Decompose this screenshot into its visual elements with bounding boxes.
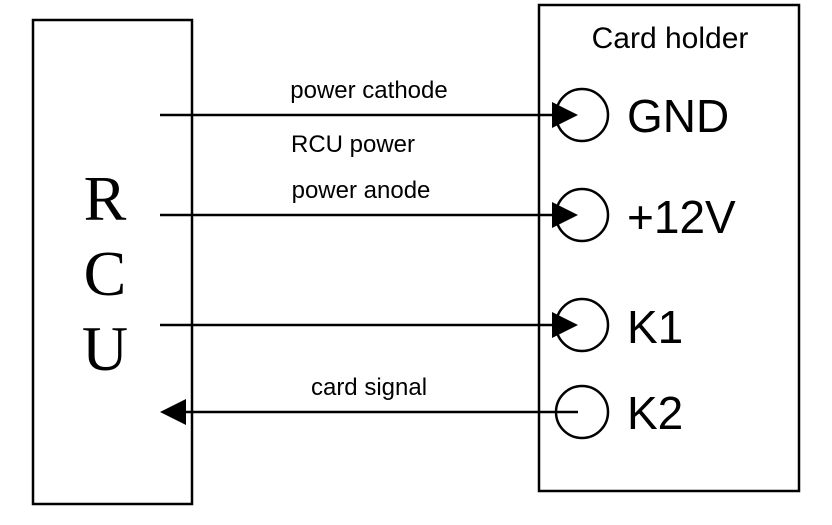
group-label-rcu-power: RCU power (291, 131, 415, 158)
terminal-12v-label: +12V (627, 191, 736, 243)
arrow-card-signal (160, 399, 186, 425)
card-holder-box (537, 3, 801, 493)
arrow-power-cathode (552, 102, 578, 128)
terminal-k2-label: K2 (627, 387, 683, 439)
wire-label-card-signal: card signal (311, 374, 427, 401)
rcu-letter-c: C (84, 238, 127, 309)
rcu-letter-u: U (82, 313, 128, 384)
rcu-box (31, 18, 194, 506)
rcu-letter-r: R (84, 163, 127, 234)
wire-label-power-anode: power anode (292, 177, 431, 204)
terminal-k1-label: K1 (627, 301, 683, 353)
wire-label-power-cathode: power cathode (290, 77, 447, 104)
arrow-power-anode (552, 202, 578, 228)
card-holder-title: Card holder (592, 22, 749, 55)
arrow-k1 (552, 312, 578, 338)
terminal-gnd-label: GND (627, 90, 729, 142)
